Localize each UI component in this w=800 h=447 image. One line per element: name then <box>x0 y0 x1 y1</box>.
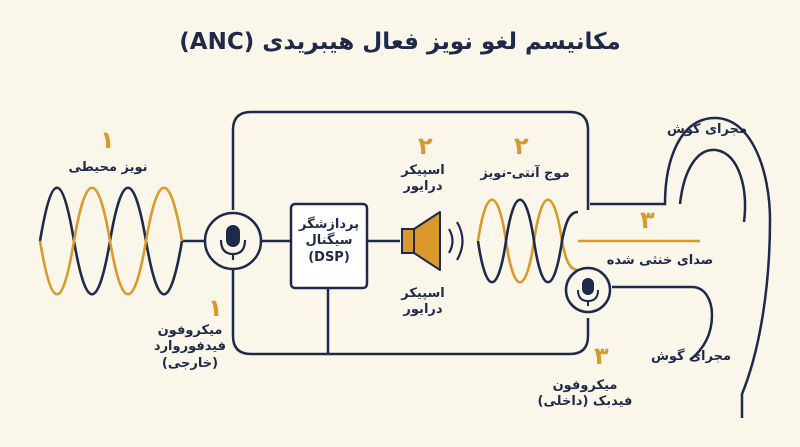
speaker-top-number: ۲ <box>418 132 433 160</box>
ear-inner <box>678 148 747 223</box>
feedforward-mic-number: ۱ <box>208 294 223 322</box>
feedforward-mic-label: میکروفون فیدفوروارد (خارجی) <box>140 323 240 372</box>
dsp-label-line3: (DSP) <box>308 249 350 265</box>
feedback-mic-label: میکروفون فیدبک (داخلی) <box>530 378 640 411</box>
speaker-top-label-line2: درایور <box>403 179 443 195</box>
anti-noise-number: ۲ <box>514 132 529 160</box>
ambient-noise-number: ۱ <box>100 126 115 154</box>
feedforward-mic-label-line2: فیدفوروارد <box>153 339 227 355</box>
speaker-bottom-label-line2: درایور <box>403 302 443 318</box>
speaker-top-label-line1: اسپیکر <box>401 163 445 178</box>
dsp-label-line1: پردازشگر <box>298 217 359 232</box>
speaker-top-label: اسپیکر درایور <box>386 163 460 196</box>
dsp-label-line2: سیگنال <box>305 233 353 249</box>
page-title: مکانیسم لغو نویز فعال هیبریدی (ANC) <box>179 29 621 55</box>
feedforward-microphone <box>203 211 263 271</box>
residual-label: صدای خنثی شده <box>606 253 714 268</box>
feedback-mic-label-line2: فیدبک (داخلی) <box>537 394 633 410</box>
ear-canal-top-label: مجرای گوش <box>666 122 748 137</box>
feedforward-mic-label-line3: (خارجی) <box>161 355 219 371</box>
ear-canal-bottom-label: مجرای گوش <box>650 349 732 364</box>
feedback-mic-label-line1: میکروفون <box>552 378 618 393</box>
speaker-driver <box>401 211 464 271</box>
top-loop-wire <box>231 110 590 210</box>
dsp-label: پردازشگر سیگنال (DSP) <box>291 217 367 266</box>
ambient-noise-wave-accent <box>38 186 184 296</box>
anti-noise-wave-navy <box>476 198 579 284</box>
ear-canal-lower <box>612 285 714 361</box>
feedback-mic-number: ۳ <box>594 342 609 370</box>
feedback-microphone <box>564 266 612 314</box>
dsp-box <box>289 202 369 290</box>
feedforward-mic-label-line1: میکروفون <box>157 323 223 338</box>
residual-number: ۳ <box>640 206 655 234</box>
speaker-bottom-label: اسپیکر درایور <box>386 286 460 319</box>
anti-noise-label: موج آنتی-نویز <box>480 166 570 181</box>
ear-outer <box>590 116 772 418</box>
bottom-loop-wire <box>231 270 590 356</box>
speaker-bottom-label-line1: اسپیکر <box>401 286 445 301</box>
ambient-noise-label: نویز محیطی <box>68 160 148 175</box>
ambient-noise-wave-navy <box>38 186 205 296</box>
